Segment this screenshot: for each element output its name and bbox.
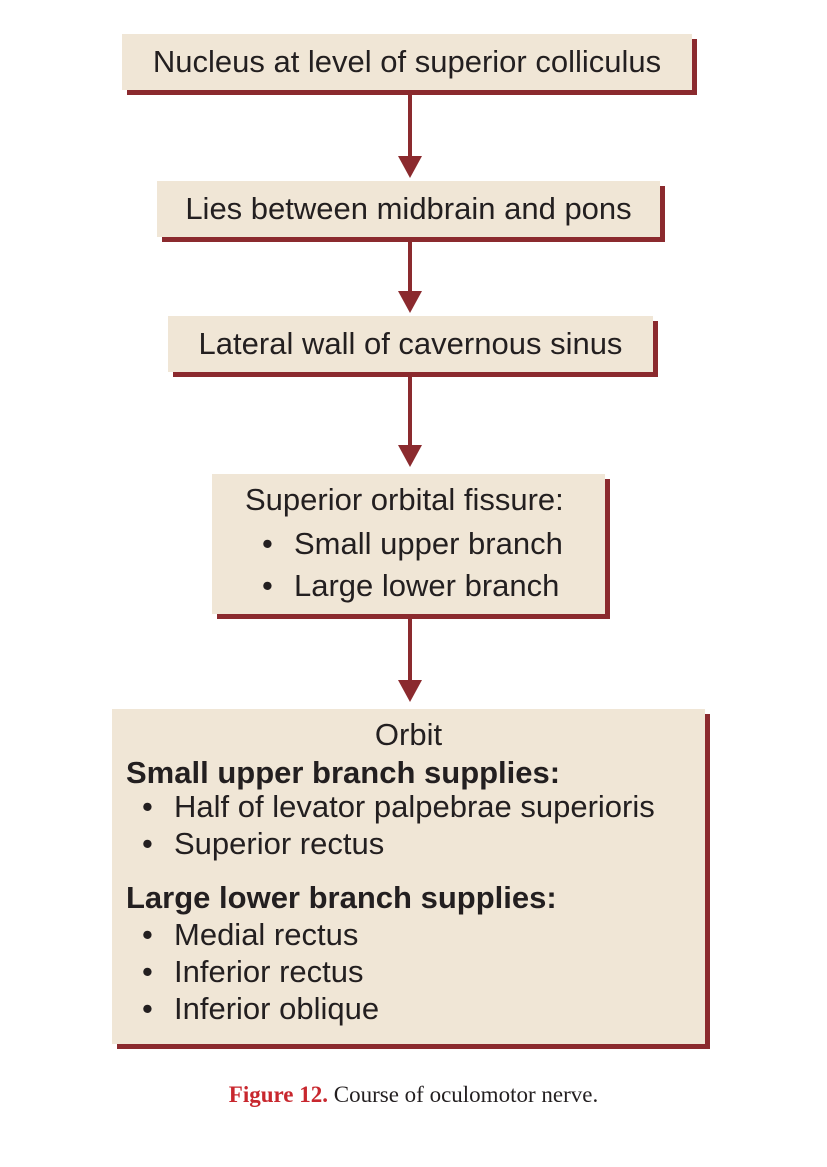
muscle-inferior-rectus: Inferior rectus (174, 954, 364, 989)
bullet-dot: • (142, 954, 153, 989)
list-item: • Medial rectus (142, 917, 379, 954)
lower-branch-heading: Large lower branch supplies: (126, 880, 557, 915)
muscle-inferior-oblique: Inferior oblique (174, 991, 380, 1026)
upper-branch-heading: Small upper branch supplies: (126, 755, 561, 790)
node-superior-orbital-fissure: Superior orbital fissure: • Small upper b… (212, 474, 605, 614)
figure-label: Figure 12. (228, 1082, 329, 1107)
list-item: • Large lower branch (262, 567, 563, 609)
upper-branch-list: • Half of levator palpebrae superioris • S… (142, 789, 655, 863)
lower-branch-list: • Medial rectus • Inferior rectus • Inferio… (142, 917, 379, 1028)
bullet-dot: • (142, 789, 153, 824)
arrow-1 (398, 95, 422, 178)
bullet-dot: • (142, 826, 153, 861)
muscle-superior-rectus: Superior rectus (174, 826, 385, 861)
figure-caption-text: Course of oculomotor nerve. (333, 1082, 599, 1107)
bullet-dot: • (262, 526, 273, 561)
node-cavernous-sinus-label: Lateral wall of cavernous sinus (198, 326, 623, 361)
list-item: • Inferior rectus (142, 954, 379, 991)
list-item: • Half of levator palpebrae superioris (142, 789, 655, 826)
bullet-dot: • (142, 917, 153, 952)
node-midbrain-pons: Lies between midbrain and pons (157, 181, 660, 237)
fissure-heading: Superior orbital fissure: (245, 482, 564, 517)
figure-caption: Figure 12. Course of oculomotor nerve. (0, 1082, 827, 1108)
muscle-medial-rectus: Medial rectus (174, 917, 359, 952)
muscle-levator: Half of levator palpebrae superioris (174, 789, 655, 824)
list-item: • Inferior oblique (142, 991, 379, 1028)
bullet-dot: • (262, 568, 273, 603)
arrow-3 (398, 377, 422, 467)
node-nucleus-label: Nucleus at level of superior colliculus (152, 44, 662, 79)
node-cavernous-sinus: Lateral wall of cavernous sinus (168, 316, 653, 372)
orbit-title: Orbit (374, 717, 443, 752)
node-nucleus: Nucleus at level of superior colliculus (122, 34, 692, 90)
bullet-dot: • (142, 991, 153, 1026)
node-orbit: Orbit Small upper branch supplies: • Half… (112, 709, 705, 1044)
fissure-branch-lower: Large lower branch (294, 568, 560, 603)
arrow-2 (398, 242, 422, 313)
arrow-4 (398, 619, 422, 702)
list-item: • Superior rectus (142, 826, 655, 863)
node-midbrain-pons-label: Lies between midbrain and pons (185, 191, 632, 226)
list-item: • Small upper branch (262, 525, 563, 567)
fissure-branch-list: • Small upper branch • Large lower branch (262, 525, 563, 609)
fissure-branch-upper: Small upper branch (294, 526, 563, 561)
